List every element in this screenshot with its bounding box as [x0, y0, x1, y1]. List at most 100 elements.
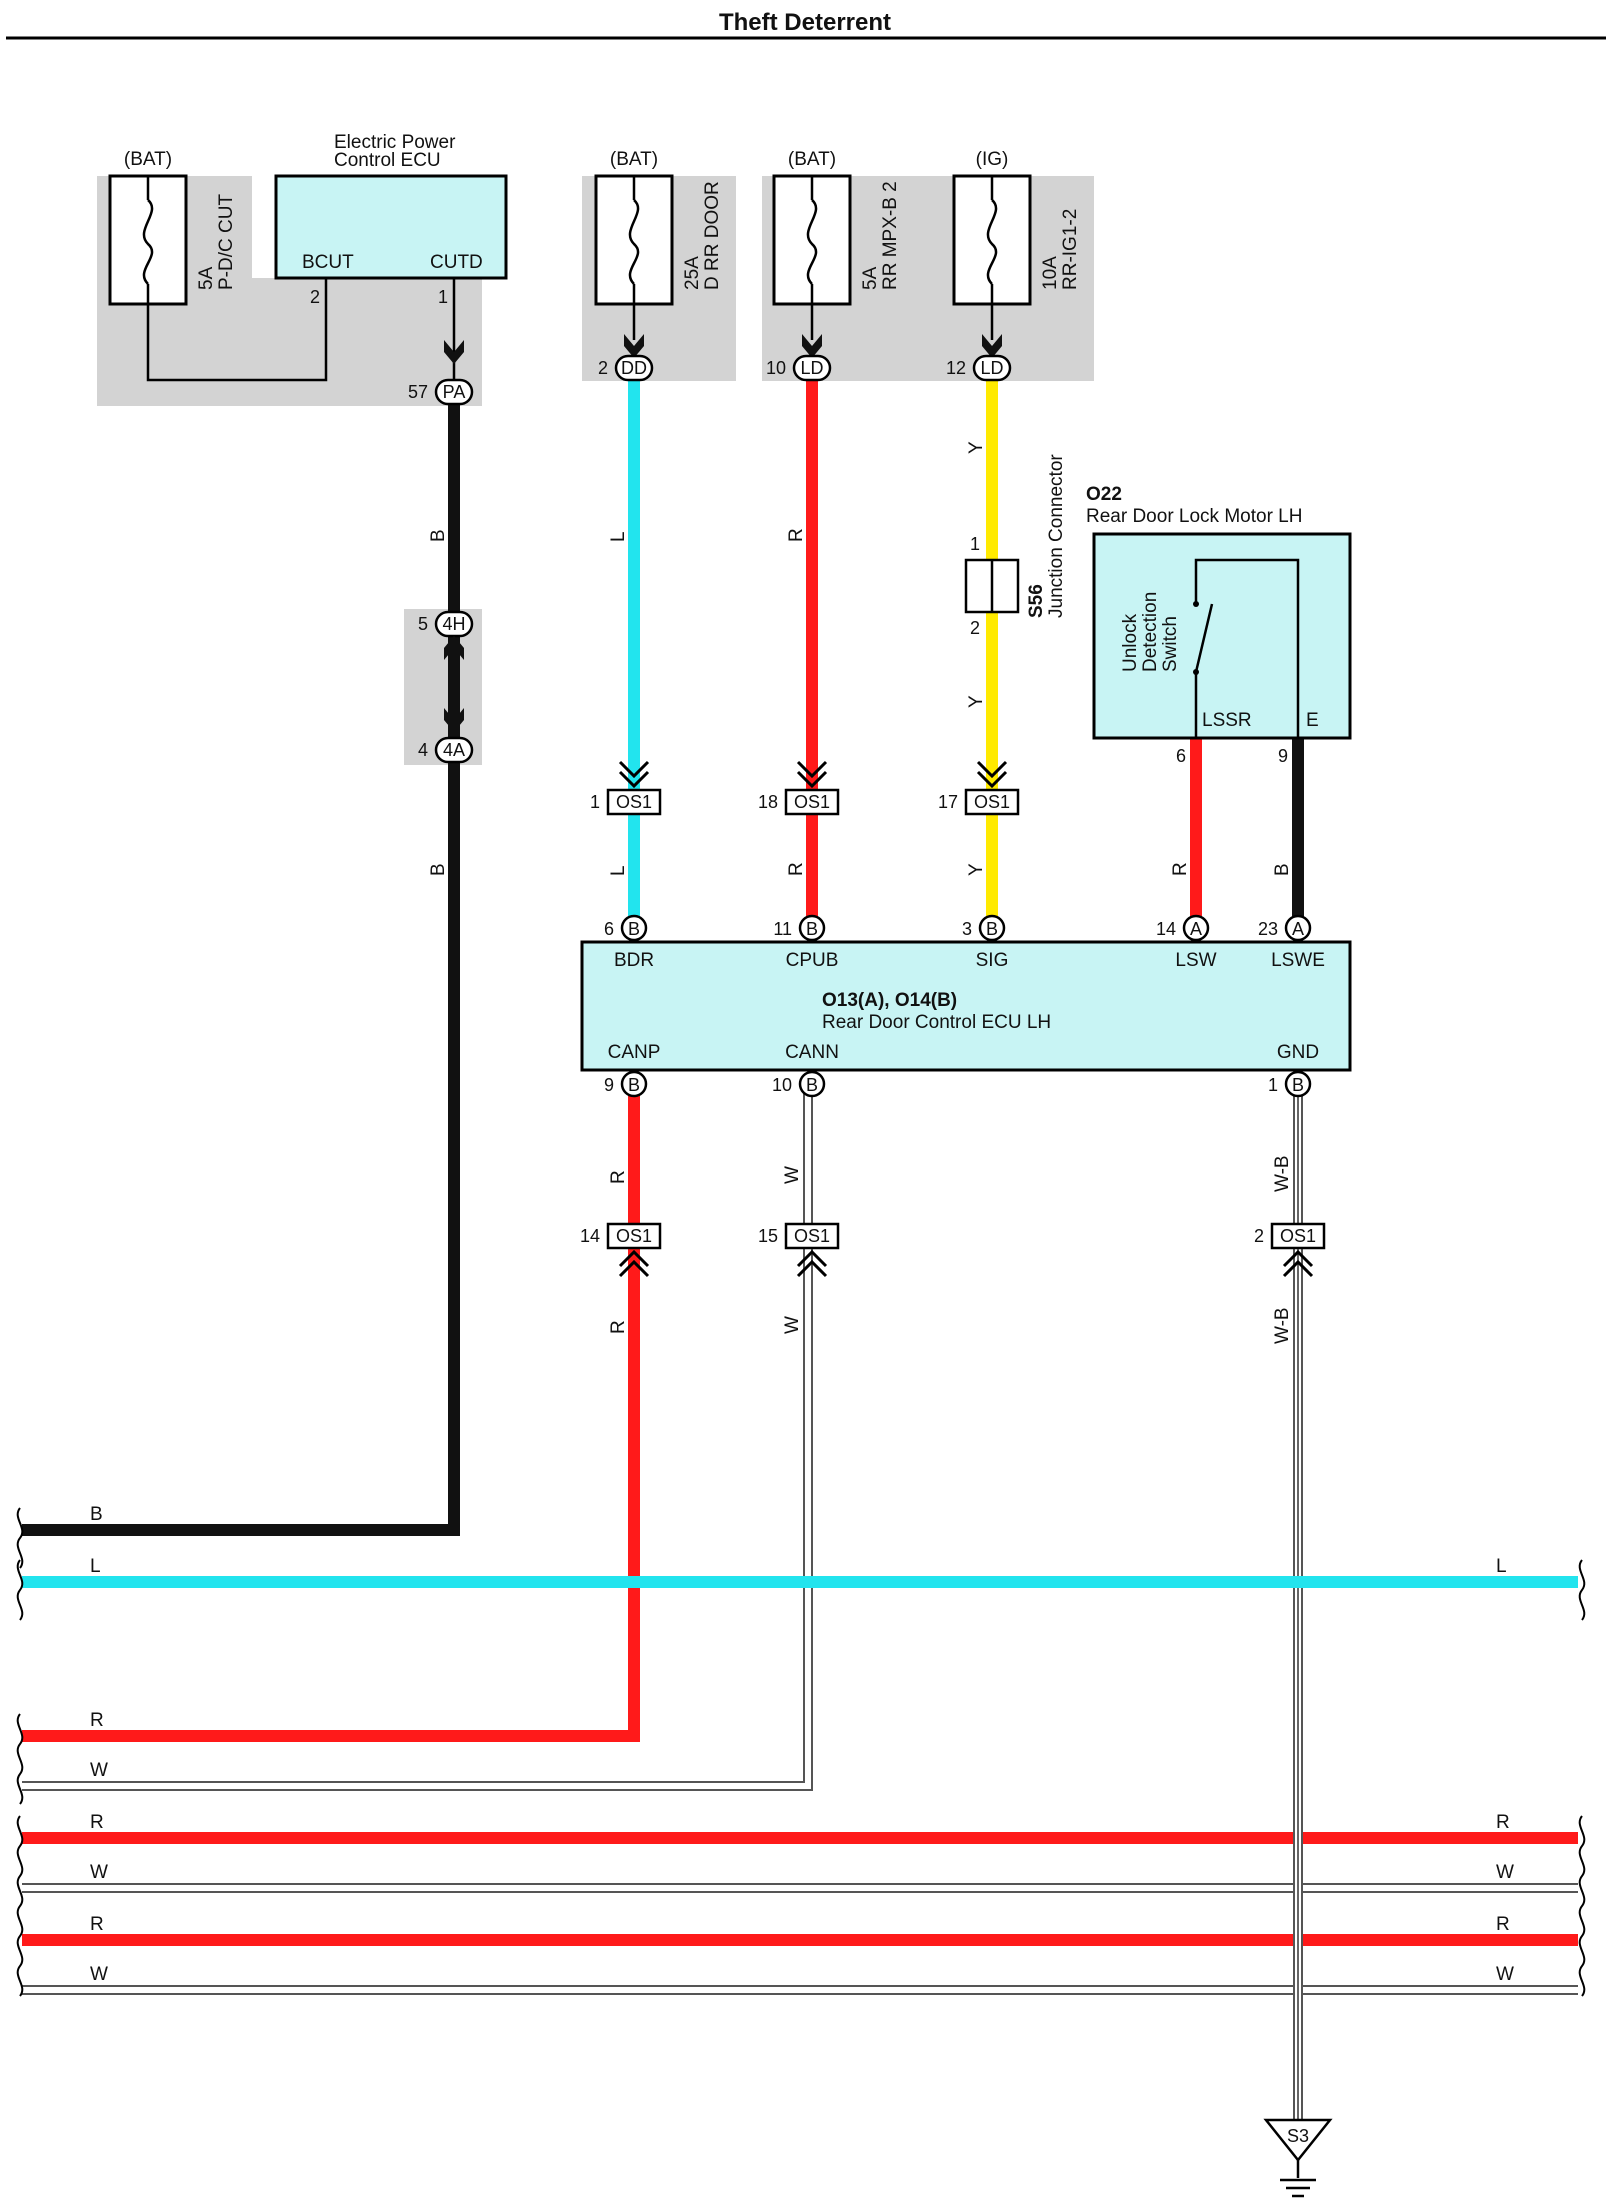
connector-letter: B — [1292, 1075, 1304, 1095]
connector-letter: B — [986, 919, 998, 939]
wire-label-r: R — [608, 1320, 629, 1334]
connector-code: OS1 — [794, 792, 830, 812]
bus-label-w: W — [90, 1964, 108, 1985]
terminal-cutd: CUTD — [430, 252, 483, 273]
wire-label-y: Y — [966, 695, 987, 708]
wire-label-l: L — [608, 865, 629, 876]
bus-label-r: R — [90, 1914, 104, 1935]
terminal-label: GND — [1277, 1042, 1319, 1063]
terminal-label: LSW — [1175, 950, 1216, 971]
pin-label: 12 — [946, 358, 966, 378]
terminal-label: SIG — [976, 950, 1009, 971]
bus-label-l: L — [1496, 1556, 1507, 1577]
junction-id: S56 — [1026, 584, 1047, 618]
ground-s3: S3 — [1263, 2118, 1333, 2198]
ecu-pin-lswe: A 23 LSWE — [1258, 914, 1325, 971]
power-ecu-name-line1: Electric Power — [334, 132, 456, 153]
wire-w-cann — [22, 1084, 813, 1791]
pin-label: 9 — [604, 1075, 614, 1095]
pin-label: 6 — [1176, 746, 1186, 766]
fuse-name: P-D/C CUT — [216, 194, 237, 290]
bus-label-b: B — [90, 1504, 103, 1525]
wire-r-canp — [22, 1084, 640, 1742]
relay-connector-ld: LD 12 — [946, 334, 1012, 382]
switch-label: Switch — [1160, 616, 1181, 672]
motor-id: O22 — [1086, 484, 1122, 505]
connector-letter: B — [806, 1075, 818, 1095]
wire-label-b: B — [1272, 863, 1293, 876]
connector-letter: B — [628, 1075, 640, 1095]
pin-label: 14 — [580, 1226, 600, 1246]
os1-connector: OS1 14 — [580, 1222, 662, 1278]
fuse-source-label: (BAT) — [610, 149, 658, 170]
wire-label-b: B — [428, 529, 449, 542]
fuse-rating: 5A — [196, 266, 217, 290]
wire-b — [22, 392, 460, 1536]
wire-label-wb: W-B — [1272, 1155, 1293, 1192]
wire-labels: B B L L R R Y Y Y R B R R W W W-B W-B B … — [90, 441, 1514, 1985]
pin-label: 4 — [418, 740, 428, 760]
pin-label: 14 — [1156, 919, 1176, 939]
os1-connector: OS1 15 — [758, 1222, 840, 1278]
pin-label: 1 — [970, 534, 980, 554]
connector-code: PA — [443, 382, 466, 402]
pin-label: 17 — [938, 792, 958, 812]
relay-connector-dd: DD 2 — [598, 334, 654, 382]
pin-label: 2 — [598, 358, 608, 378]
wire-label-r: R — [1170, 862, 1191, 876]
pin-label: 6 — [604, 919, 614, 939]
bus-label-r: R — [1496, 1914, 1510, 1935]
wire-label-r: R — [608, 1170, 629, 1184]
bus-break-marks — [16, 1507, 1586, 1997]
pin-label: 11 — [773, 919, 792, 939]
internal-wire — [146, 278, 328, 382]
pin-label: 1 — [1268, 1075, 1278, 1095]
ecu-pin-cpub: B 11 CPUB — [773, 914, 838, 971]
terminal-bcut: BCUT — [302, 252, 354, 273]
wire-label-l: L — [608, 531, 629, 542]
connector-letter: B — [628, 919, 640, 939]
relay-connector-pa: PA 57 — [408, 340, 474, 406]
wire-label-r: R — [786, 528, 807, 542]
ecu-name: Rear Door Control ECU LH — [822, 1012, 1051, 1033]
pin-label: 5 — [418, 614, 428, 634]
connector-code: OS1 — [974, 792, 1010, 812]
wire-w-cann-core — [22, 1084, 811, 1789]
fuse-rating: 25A — [682, 256, 703, 290]
connector-code: LD — [800, 358, 823, 378]
terminal-e: E — [1306, 710, 1319, 731]
fuse-source-label: (BAT) — [124, 149, 172, 170]
bus-label-w: W — [1496, 1964, 1514, 1985]
bus-label-w: W — [90, 1760, 108, 1781]
electric-power-control-ecu: Electric Power Control ECU BCUT CUTD 2 1 — [274, 132, 508, 307]
pin-label: 2 — [970, 618, 980, 638]
fuse-icon — [142, 199, 154, 285]
wire-label-wb: W-B — [1272, 1307, 1293, 1344]
ecu-pin-lsw: A 14 LSW — [1156, 914, 1217, 971]
switch-label: Unlock — [1120, 613, 1141, 672]
ecu-pin-sig: B 3 SIG — [962, 914, 1009, 971]
terminal-label: CANP — [608, 1042, 661, 1063]
power-ecu-name-line2: Control ECU — [334, 150, 441, 171]
junction-connector-s56: 1 2 S56 Junction Connector — [964, 454, 1067, 638]
connector-code: 4H — [442, 614, 465, 634]
pin-label: 15 — [758, 1226, 778, 1246]
pin-label: 2 — [1254, 1226, 1264, 1246]
terminal-label: LSWE — [1271, 950, 1325, 971]
connector-code: OS1 — [616, 792, 652, 812]
fuse-icon — [628, 199, 640, 285]
terminal-label: CANN — [785, 1042, 839, 1063]
ecu-pin-gnd: GND B 1 — [1268, 1042, 1319, 1098]
fuse-source-label: (BAT) — [788, 149, 836, 170]
terminal-lssr: LSSR — [1202, 710, 1252, 731]
wire-label-y: Y — [966, 441, 987, 454]
fuse-rr-ig1-2: (IG) 10A RR-IG1-2 — [952, 149, 1081, 340]
wire-label-y: Y — [966, 863, 987, 876]
wire-label-b: B — [428, 863, 449, 876]
pin-label: 1 — [438, 287, 448, 307]
switch-label: Detection — [1140, 592, 1161, 672]
ecu-pin-cann: CANN B 10 — [772, 1042, 839, 1098]
ecu-pin-bdr: B 6 BDR — [604, 914, 654, 971]
rear-door-lock-motor: O22 Rear Door Lock Motor LH Unlock Detec… — [1086, 484, 1352, 766]
